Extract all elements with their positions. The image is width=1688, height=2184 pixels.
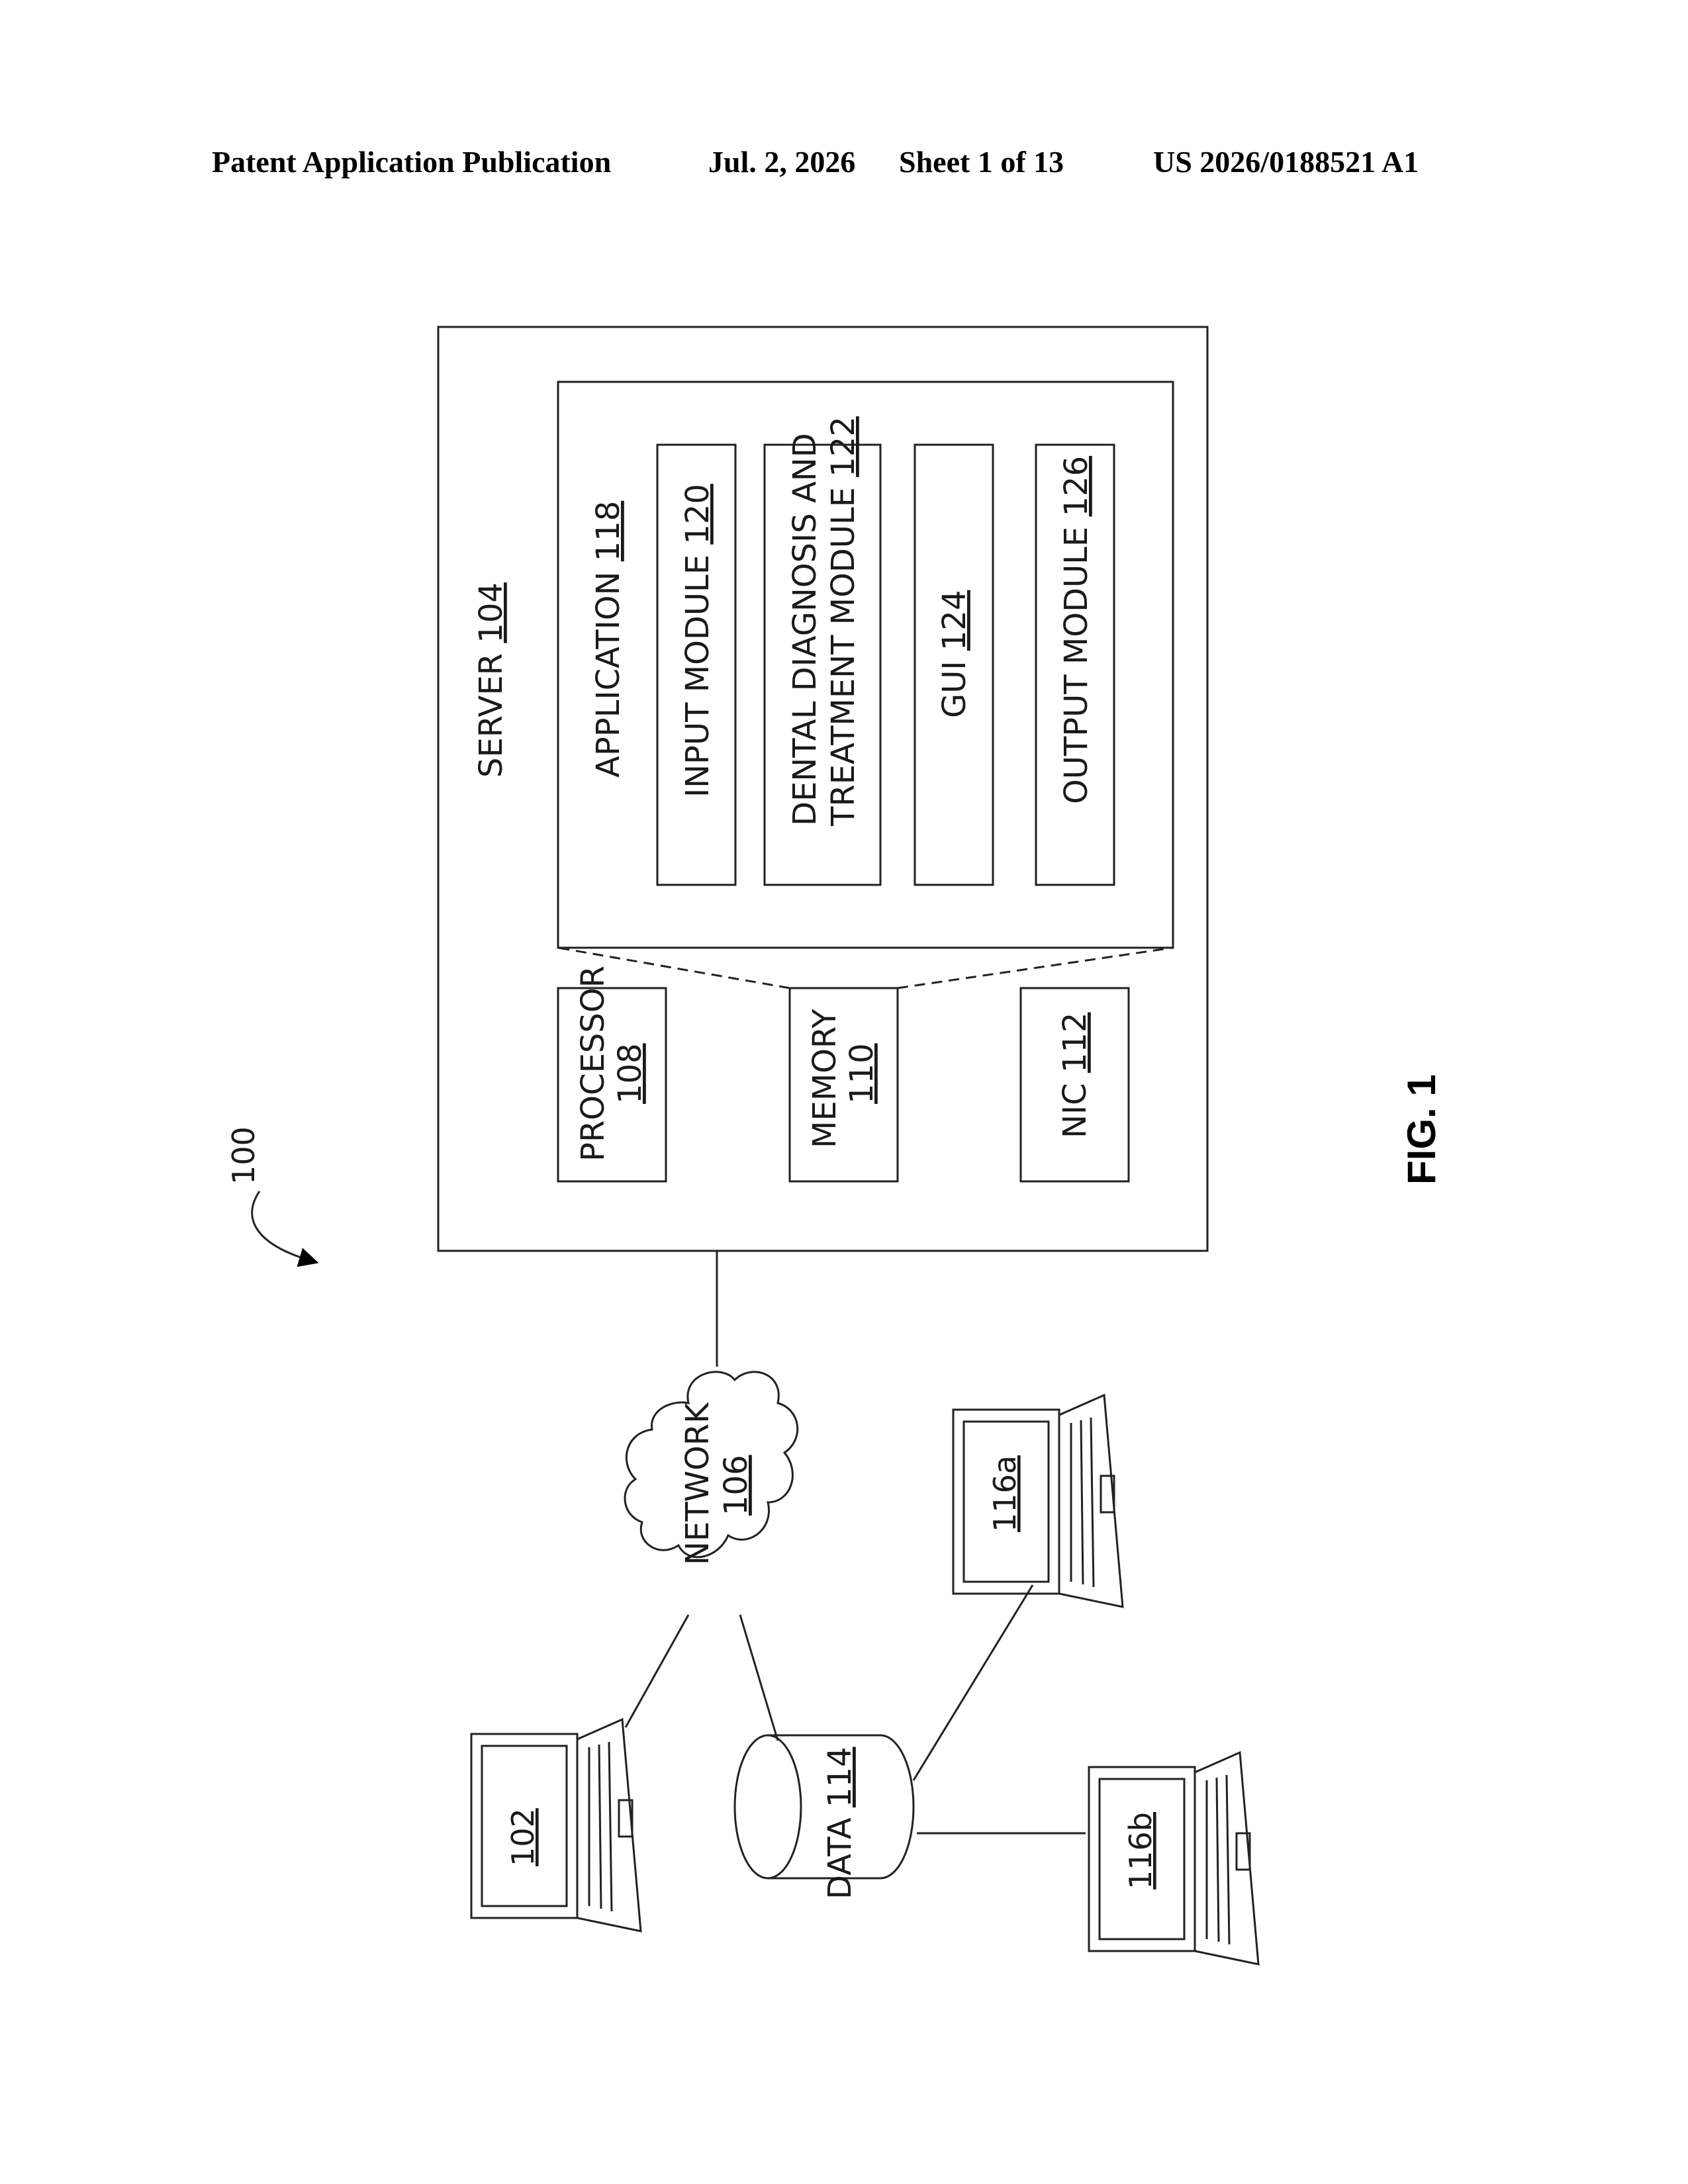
memory-expansion-line-right [898, 948, 1173, 988]
device-116a-ref: 116a [987, 1455, 1023, 1532]
data-label: DATA 114 [821, 1747, 859, 1899]
network-device102-link [626, 1615, 688, 1727]
laptop-116a [953, 1395, 1123, 1607]
laptop-102 [471, 1719, 641, 1931]
system-ref-arrow [252, 1191, 311, 1261]
diagnosis-module-label-line1: DENTAL DIAGNOSIS AND [786, 433, 823, 826]
device-102-ref: 102 [505, 1808, 541, 1866]
network-ref: 106 [718, 1455, 755, 1516]
processor-ref: 108 [612, 1043, 649, 1104]
memory-label: MEMORY [806, 1009, 843, 1148]
output-module-label: OUTPUT MODULE 126 [1058, 456, 1095, 804]
application-label: APPLICATION 118 [590, 501, 627, 778]
data-device116a-link [914, 1585, 1033, 1780]
diagnosis-module-label-line2: TREATMENT MODULE 122 [825, 416, 862, 827]
network-data-link [740, 1615, 778, 1741]
system-ref-label: 100 [226, 1126, 261, 1185]
processor-label: PROCESSOR [575, 966, 612, 1161]
nic-label: NIC 112 [1056, 1013, 1094, 1138]
input-module-label: INPUT MODULE 120 [679, 484, 716, 797]
memory-ref: 110 [843, 1043, 880, 1104]
server-label: SERVER 104 [473, 582, 510, 778]
gui-module-label: GUI 124 [936, 590, 973, 718]
laptop-116b [1089, 1752, 1258, 1964]
figure-label: FIG. 1 [1399, 1074, 1444, 1185]
network-label: NETWORK [679, 1402, 716, 1565]
device-116b-ref: 116b [1123, 1812, 1158, 1889]
